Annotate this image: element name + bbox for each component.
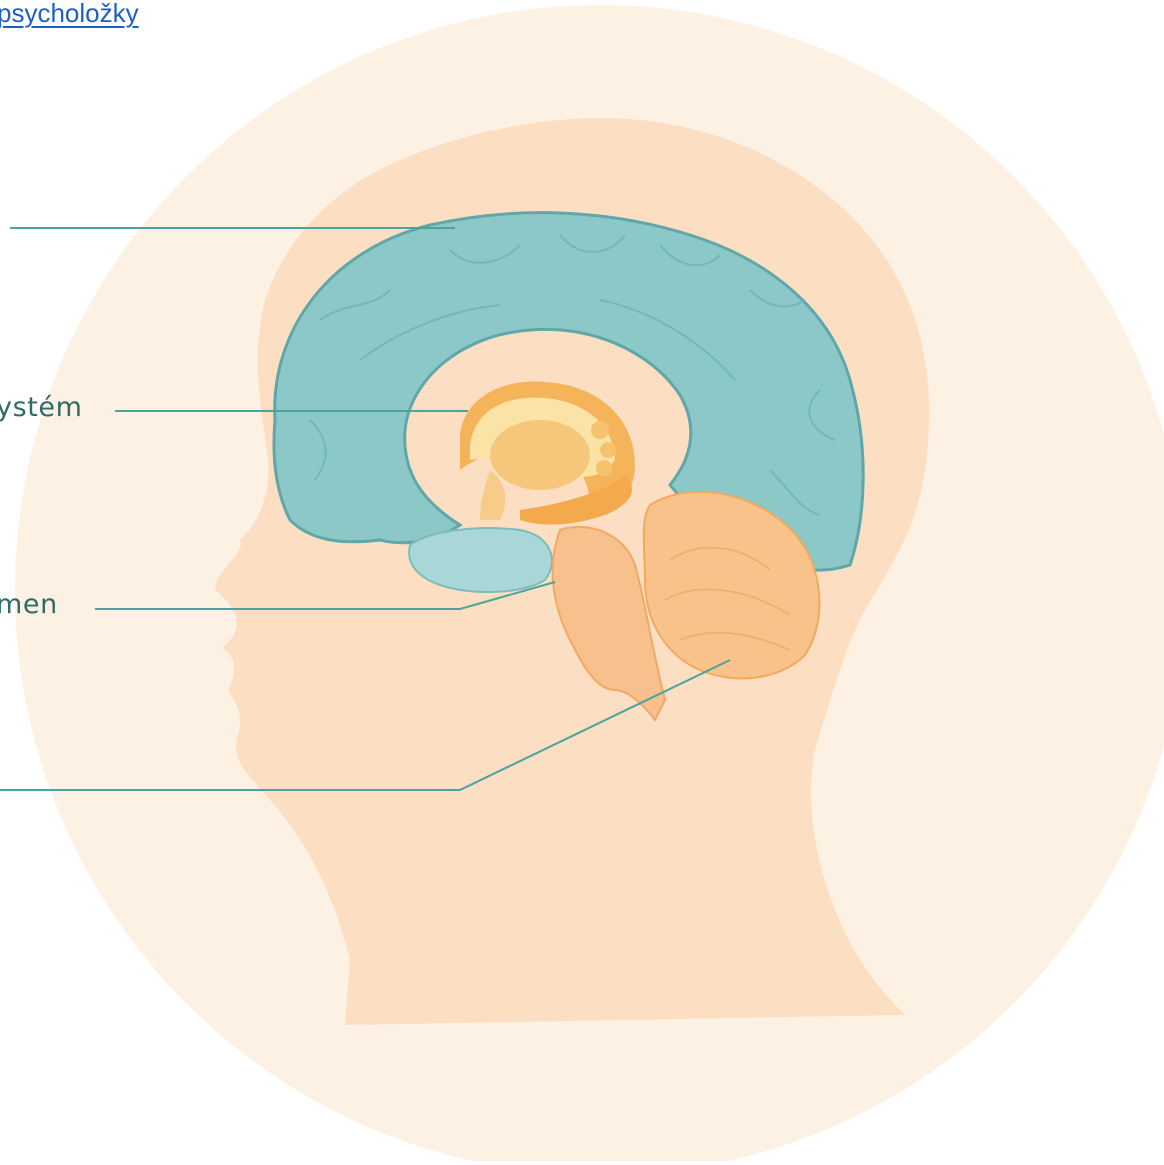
label-limbic-system: ystém <box>0 392 83 423</box>
psychologist-link[interactable]: psycholožky <box>0 0 139 29</box>
label-brain-stem: men <box>0 589 58 620</box>
